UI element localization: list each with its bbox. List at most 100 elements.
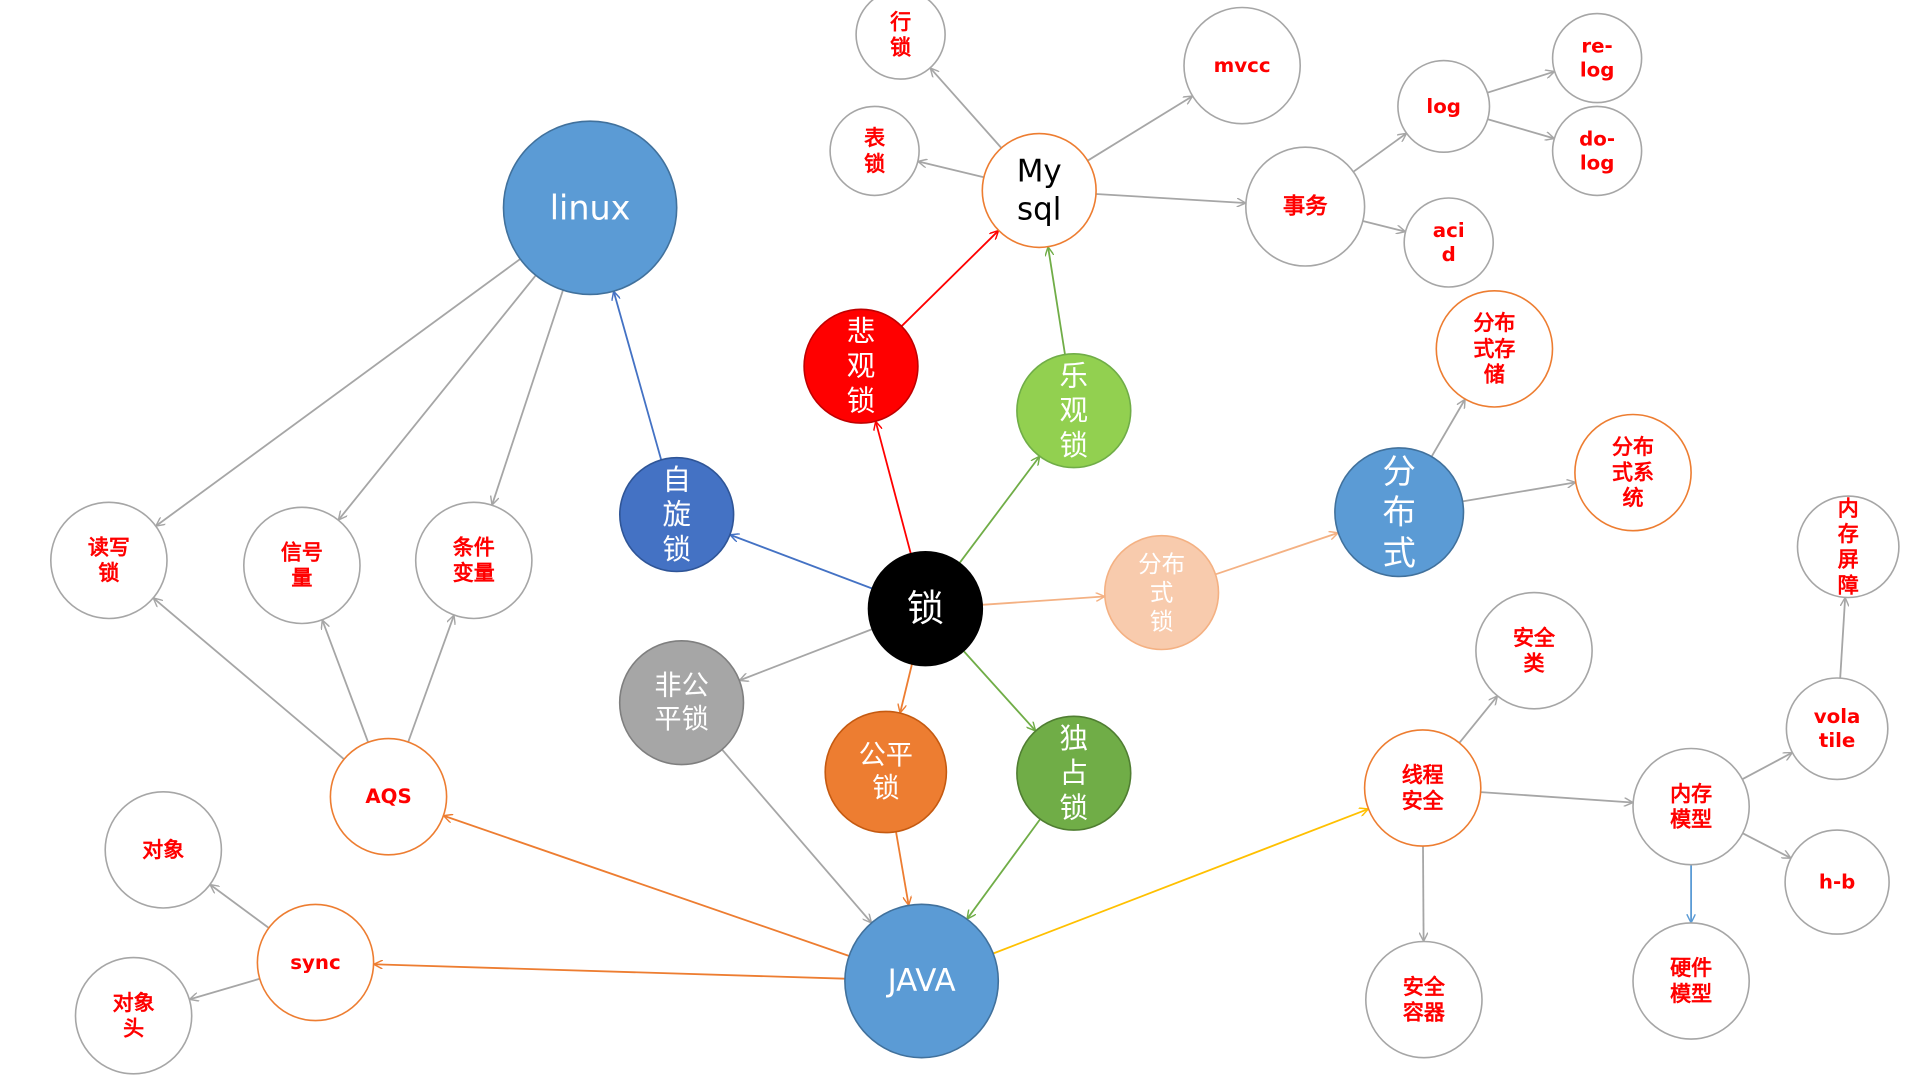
node-circle-safecon	[1365, 940, 1483, 1059]
node-java: JAVA	[844, 903, 1000, 1059]
node-table: 表锁	[829, 105, 920, 197]
edge-dist-to-dstore	[1430, 400, 1465, 458]
node-fair: 公平锁	[824, 710, 948, 834]
node-circle-sync	[256, 903, 375, 1022]
node-label-linux: linux	[550, 188, 631, 227]
node-circle-spin	[618, 456, 735, 573]
node-circle-pess	[803, 308, 919, 424]
node-relog: re-log	[1551, 12, 1643, 104]
node-dist: 分布式	[1334, 447, 1465, 578]
node-label-opt: 锁	[1060, 429, 1089, 462]
node-circle-dist	[1334, 447, 1465, 578]
edge-volatile-to-barrier	[1839, 598, 1845, 679]
node-label-safecls: 安全	[1513, 626, 1556, 650]
node-label-cond: 条件	[453, 536, 495, 560]
edge-mysql-to-mvcc	[1087, 97, 1192, 162]
node-label-dsys: 分布	[1612, 435, 1654, 459]
node-label-acid: aci	[1433, 219, 1465, 242]
node-label-pess: 锁	[847, 384, 876, 417]
node-label-fair: 锁	[872, 773, 899, 804]
node-label-dist: 式	[1383, 533, 1416, 572]
node-circle-linux	[502, 120, 678, 296]
node-label-sync: sync	[290, 951, 340, 974]
node-label-volatile: tile	[1819, 729, 1855, 752]
node-label-row: 锁	[890, 36, 911, 60]
node-label-memmodel: 模型	[1670, 807, 1712, 831]
edge-ts-to-safecls	[1458, 697, 1497, 744]
node-label-pess: 观	[847, 350, 876, 383]
node-sync: sync	[256, 903, 375, 1022]
edge-spin-to-linux	[614, 292, 663, 461]
node-label-cond: 变量	[453, 561, 495, 585]
node-label-ts: 线程	[1402, 763, 1444, 787]
edge-excl-to-java	[968, 818, 1041, 918]
edge-lock-to-opt	[958, 457, 1040, 564]
node-circle-safecls	[1475, 591, 1593, 710]
node-circle-row	[855, 0, 946, 80]
node-label-dlock: 分布	[1138, 550, 1185, 578]
node-tx: 事务	[1244, 146, 1366, 267]
node-circle-dlock	[1103, 534, 1220, 651]
edge-log-to-dolog	[1487, 118, 1554, 138]
edge-tx-to-log	[1352, 134, 1406, 173]
node-row: 行锁	[855, 0, 946, 80]
node-circle-acid	[1403, 197, 1494, 288]
node-spin: 自旋锁	[618, 456, 735, 573]
node-circle-java	[844, 903, 1000, 1059]
node-label-excl: 锁	[1060, 791, 1089, 824]
node-label-volatile: vola	[1814, 705, 1861, 728]
node-label-log: log	[1426, 95, 1461, 118]
edge-mysql-to-tx	[1095, 193, 1245, 203]
node-circle-memmodel	[1632, 747, 1750, 866]
edge-log-to-relog	[1487, 72, 1553, 94]
node-circle-table	[829, 105, 920, 197]
node-label-safecon: 安全	[1403, 975, 1446, 999]
node-label-sem: 信号	[281, 541, 323, 565]
node-label-row: 行	[889, 10, 911, 34]
node-aqs: AQS	[329, 737, 448, 856]
edge-lock-to-fair	[900, 663, 913, 712]
node-label-hw: 模型	[1670, 982, 1712, 1006]
node-label-dstore: 式存	[1473, 337, 1515, 361]
edge-mysql-to-table	[919, 162, 985, 179]
edge-ts-to-memmodel	[1480, 791, 1632, 802]
node-label-spin: 旋	[662, 498, 691, 531]
node-label-ts: 安全	[1402, 789, 1445, 813]
node-circle-dsys	[1574, 413, 1692, 532]
node-label-memmodel: 内存	[1670, 782, 1712, 806]
node-label-hw: 硬件	[1670, 956, 1712, 980]
node-label-mysql: My	[1017, 154, 1062, 190]
node-circle-cond	[414, 501, 533, 620]
node-label-pess: 悲	[847, 315, 876, 348]
node-lock: 锁	[867, 550, 984, 667]
edge-memmodel-to-volatile	[1741, 753, 1791, 780]
edge-aqs-to-cond	[407, 616, 454, 743]
node-safecls: 安全类	[1475, 591, 1593, 710]
node-circle-hb	[1784, 829, 1890, 935]
edge-memmodel-to-hb	[1742, 832, 1790, 857]
edge-linux-to-cond	[492, 289, 564, 504]
node-label-dolog: do-	[1579, 127, 1615, 150]
node-label-dsys: 统	[1623, 486, 1644, 510]
edge-lock-to-dlock	[982, 597, 1104, 606]
node-circle-dstore	[1435, 289, 1554, 408]
node-circle-lock	[867, 550, 984, 667]
node-label-dist: 分	[1383, 452, 1416, 491]
node-circle-obj	[104, 791, 223, 909]
node-opt: 乐观锁	[1016, 353, 1132, 469]
edge-lock-to-spin	[731, 535, 873, 590]
node-label-dsys: 式系	[1612, 461, 1654, 485]
edge-unfair-to-java	[721, 748, 871, 923]
node-excl: 独占锁	[1016, 715, 1132, 831]
node-label-rw: 锁	[98, 561, 119, 585]
node-dolog: do-log	[1551, 105, 1643, 197]
node-label-safecon: 容器	[1403, 1000, 1446, 1024]
node-label-aqs: AQS	[365, 785, 411, 808]
node-label-dist: 布	[1383, 493, 1416, 532]
